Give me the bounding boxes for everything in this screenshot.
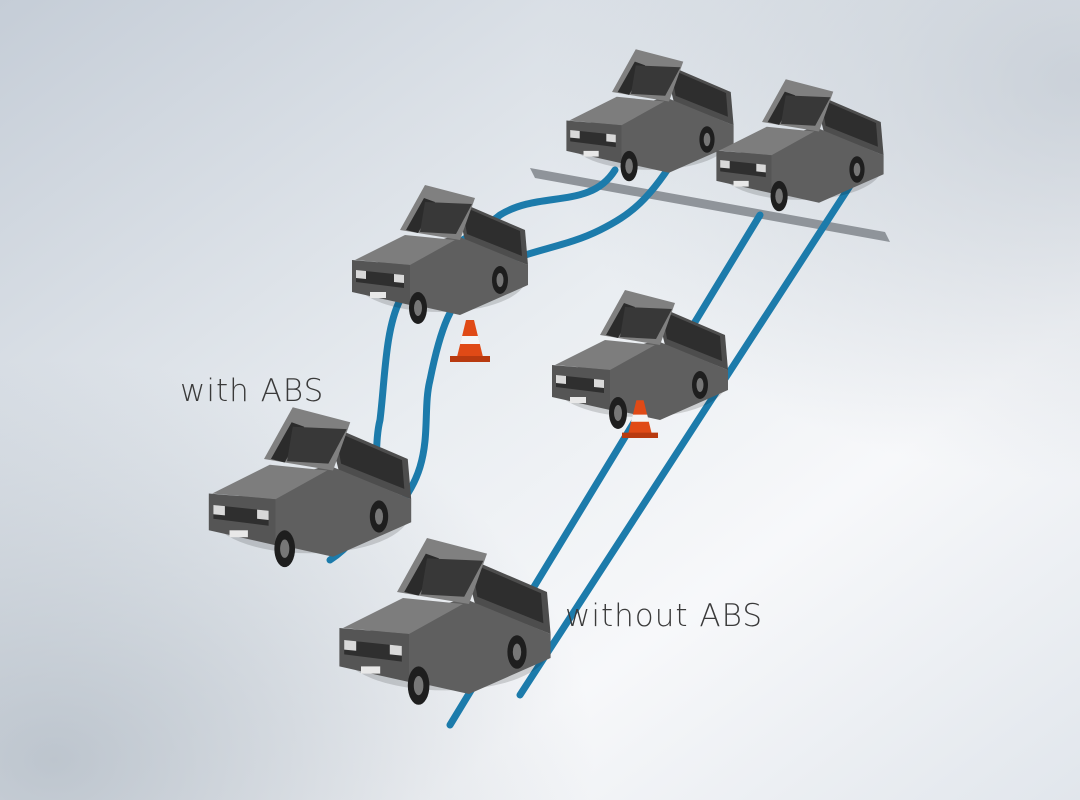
with-abs-label: with ABS [180, 373, 324, 409]
without-abs-label: without ABS [565, 598, 763, 634]
